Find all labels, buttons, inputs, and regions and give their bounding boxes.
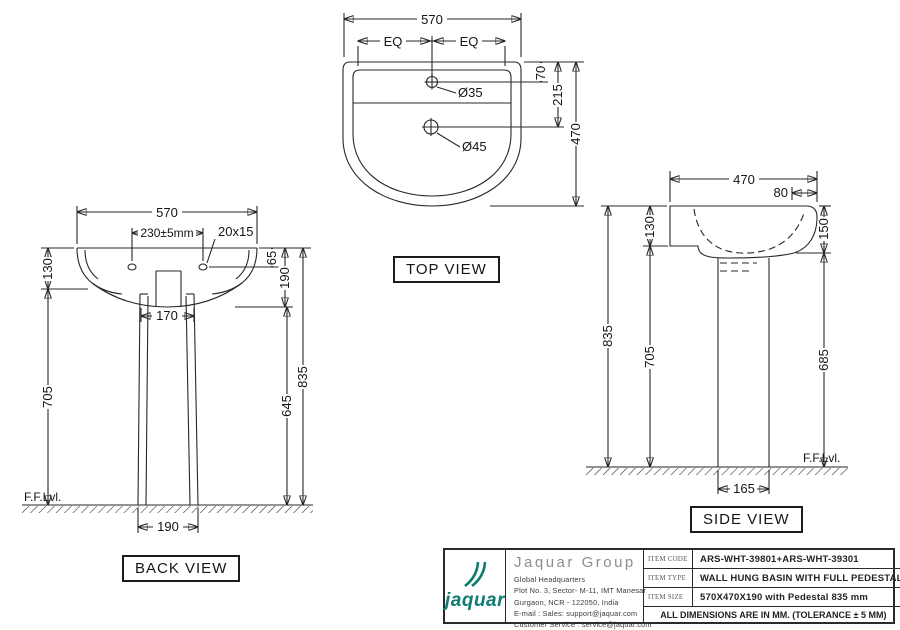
item-size-row: ITEM SIZE 570X470X190 with Pedestal 835 … [644,588,900,607]
back-view-label: BACK VIEW [122,555,241,582]
address-line: Global Headquarters [514,575,586,584]
dim-base-depth: 165 [733,481,755,496]
item-code-row: ITEM CODE ARS-WHT-39801+ARS-WHT-39301 [644,550,900,569]
dim-slot-drop: 65 [264,251,279,265]
fixing-hole-left [127,263,137,271]
dim-fixing-centres: 230±5mm [140,226,193,240]
item-type-row: ITEM TYPE WALL HUNG BASIN WITH FULL PEDE… [644,569,900,588]
leader-line [436,86,457,94]
dim-tap-offset: 70 [533,66,548,80]
jaquar-logo-text: jaquar [445,589,506,611]
address-line: E-mail : Sales: support@jaquar.com [514,608,638,618]
dim-overall-height: 835 [600,325,615,347]
dim-overall-width: 570 [421,12,443,27]
dim-overall-depth: 470 [568,123,583,145]
basin-outline-inner [352,69,512,197]
item-table: ITEM CODE ARS-WHT-39801+ARS-WHT-39301 IT… [644,550,900,622]
dim-eq-right: EQ [460,34,479,49]
top-view-label: TOP VIEW [393,256,500,283]
title-block: jaquar Jaquar Group Global Headquarters … [443,548,900,629]
basin-underside [91,282,243,308]
dim-tap-hole: Ø35 [458,85,483,100]
dim-front-ledge: 80 [774,185,788,200]
floor-hatching [22,506,313,513]
dimensions-note: ALL DIMENSIONS ARE IN MM. (TOLERANCE ± 5… [660,609,887,620]
leader-line [206,238,216,264]
basin-side-left [76,247,123,295]
item-type-label: ITEM TYPE [644,569,694,587]
basin-outline-outer [342,61,522,207]
basin-rim-inner-right [235,249,250,280]
dim-overall-height: 835 [295,366,310,388]
basin-side-right [211,247,258,295]
company-info-cell: Jaquar Group Global Headquarters Plot No… [506,550,652,629]
technical-drawing: Ø35 Ø45 570 EQ EQ 70 [22,12,848,534]
address-line: Plot No. 3, Sector- M-11, IMT Manesar [514,586,647,596]
dim-waste-offset: 215 [550,84,565,106]
side-view: F.F.Lvl. 470 80 130 835 705 150 [586,171,848,496]
dim-rim-height: 130 [40,258,55,280]
top-view: Ø35 Ø45 570 EQ EQ 70 [342,12,584,207]
pedestal-edge [145,295,149,506]
back-view: F.F.Lvl. 570 230±5mm 20x15 130 6 [22,205,313,534]
side-view-label: SIDE VIEW [690,506,803,533]
fixing-hole-right [198,263,208,271]
item-code-value: ARS-WHT-39801+ARS-WHT-39301 [700,553,859,565]
pedestal-edge [137,293,141,506]
item-size-value: 570X470X190 with Pedestal 835 mm [700,591,869,603]
item-code-label: ITEM CODE [644,550,694,568]
address-line: Customer Service : service@jaquar.com [514,620,652,630]
floor-level-label: F.F.Lvl. [24,490,61,504]
pedestal-edge [185,295,191,506]
dim-base-width: 190 [157,519,179,534]
dim-overall-width: 570 [156,205,178,220]
dim-underside-height: 705 [40,386,55,408]
dim-underside-height: 705 [642,346,657,368]
dim-waste-hole: Ø45 [462,139,487,154]
basin-profile [669,205,818,259]
leader-line [436,132,461,148]
dim-pedestal-top-width: 170 [156,308,178,323]
floor-level-label: F.F.Lvl. [803,451,840,465]
dim-eq-left: EQ [384,34,403,49]
dim-pedestal-height: 645 [279,395,294,417]
bowl-hidden-line [693,208,805,254]
item-type-value: WALL HUNG BASIN WITH FULL PEDESTAL [700,572,900,584]
dim-front-underside-height: 685 [816,349,831,371]
logo-cell: jaquar [445,550,507,622]
item-size-label: ITEM SIZE [644,588,694,606]
dim-front-rim-height: 150 [816,218,831,240]
company-name: Jaquar Group [514,554,636,571]
jaquar-logo-icon [464,561,487,587]
basin-rim-inner-left [84,249,99,280]
floor-hatching [586,468,848,475]
dim-basin-depth: 190 [277,267,292,289]
dim-overall-depth: 470 [733,172,755,187]
pedestal-edge [193,293,199,506]
address-line: Gurgaon, NCR - 122050, India [514,597,619,607]
dim-fixing-slot: 20x15 [218,224,253,239]
dim-rear-rim-height: 130 [642,216,657,238]
